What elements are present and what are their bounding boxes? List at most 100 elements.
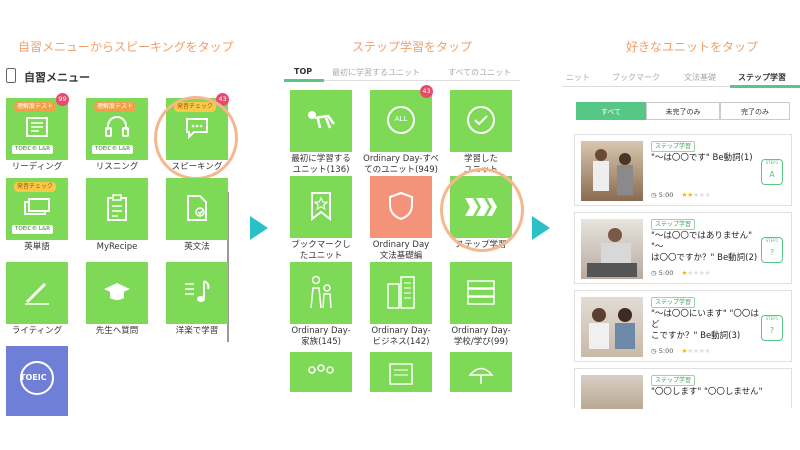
- books-icon: [467, 280, 495, 305]
- notification-badge: 43: [420, 85, 433, 98]
- tile-grammar-basics[interactable]: [370, 176, 432, 238]
- step-label: STEP1: [765, 238, 779, 243]
- clock-icon: ◷: [651, 269, 659, 277]
- tile-bookmarked-units[interactable]: [290, 176, 352, 238]
- step-badge: STEP1?: [761, 315, 783, 341]
- tab-bookmark[interactable]: ブックマーク: [612, 73, 660, 82]
- unit-duration: 5:00: [658, 191, 674, 199]
- buildings-icon: [387, 276, 415, 309]
- unit-card[interactable]: ステップ学習 "〇〇します" "〇〇しません": [574, 368, 792, 409]
- step-letter: ?: [769, 326, 775, 335]
- tile-writing[interactable]: [6, 262, 68, 324]
- tile-tag: 発音チェック: [14, 182, 57, 192]
- active-tab-indicator: [284, 79, 324, 82]
- tile-myrecipe[interactable]: [86, 178, 148, 240]
- pencil-icon: [25, 282, 49, 305]
- tab-all-units[interactable]: すべてのユニット: [448, 68, 512, 77]
- tile-label-myrecipe: MyRecipe: [96, 242, 138, 252]
- tile-grammar[interactable]: [166, 178, 228, 240]
- shield-icon: [389, 191, 413, 221]
- tile-more-1[interactable]: [290, 352, 352, 392]
- unit-tag: ステップ学習: [651, 297, 696, 308]
- umbrella-icon: [468, 367, 494, 384]
- tile-more-3[interactable]: [450, 352, 512, 392]
- unit-thumbnail: [581, 219, 643, 279]
- caption-middle: ステップ学習をタップ: [352, 40, 473, 54]
- notification-badge: 99: [56, 93, 69, 106]
- step-letter: A: [769, 170, 775, 179]
- tile-label-vocabulary: 英単語: [24, 242, 50, 252]
- difficulty-stars-empty: ★★★★: [687, 269, 711, 277]
- tab-first-units[interactable]: 最初に学習するユニット: [332, 68, 420, 77]
- graduation-cap-icon: [104, 283, 130, 300]
- tile-all-units[interactable]: ALL: [370, 90, 432, 152]
- unit-footer: ◷ 5:00 ★★★★★: [651, 191, 711, 199]
- toeic-badge: TOEIC® L&R: [12, 145, 54, 154]
- tile-vocabulary[interactable]: 発音チェック TOEIC® L&R: [6, 178, 68, 240]
- tile-label-bookmarked-units: ブックマークし たユニット: [291, 240, 351, 261]
- tab-divider: [562, 86, 800, 87]
- tile-label-ask-teacher: 先生へ質問: [95, 326, 139, 336]
- arrow-right-icon: [532, 216, 550, 240]
- tile-listening[interactable]: 理解度テスト TOEIC® L&R: [86, 98, 148, 160]
- crawling-baby-icon: [308, 111, 335, 129]
- all-circle-icon: [387, 106, 415, 134]
- unit-title: "〜は〇〇ではありません" "〜 は〇〇ですか？" Be動詞(2): [651, 231, 758, 263]
- unit-tag: ステップ学習: [651, 219, 696, 230]
- tile-label-first-units: 最初に学習する ユニット(136): [291, 154, 351, 175]
- tab-units[interactable]: ニット: [566, 73, 590, 82]
- newspaper-icon: [26, 117, 48, 137]
- tile-tag: 理解度テスト: [94, 102, 137, 112]
- unit-title: "〜は〇〇です" Be動詞(1): [651, 153, 753, 163]
- bookmark-star-icon: [311, 192, 331, 221]
- tile-label-listening: リスニング: [95, 162, 139, 172]
- tab-step-learning[interactable]: ステップ学習: [738, 73, 786, 82]
- scrollbar[interactable]: [227, 192, 229, 342]
- tile-ask-teacher[interactable]: [86, 262, 148, 324]
- highlight-circle: [440, 168, 524, 252]
- tile-label-music: 洋楽で学習: [175, 326, 219, 336]
- tile-business[interactable]: [370, 262, 432, 324]
- difficulty-stars: ★: [681, 347, 688, 355]
- toeic-logo-icon: [20, 361, 54, 395]
- step-badge: STEP1?: [761, 237, 783, 263]
- tab-top[interactable]: TOP: [294, 67, 313, 76]
- newspaper-icon: [389, 363, 413, 385]
- clock-icon: ◷: [651, 347, 659, 355]
- step-letter: ?: [769, 248, 775, 257]
- caption-left: 自習メニューからスピーキングをタップ: [18, 40, 234, 54]
- unit-duration: 5:00: [658, 269, 674, 277]
- tab-divider: [284, 80, 520, 81]
- tile-first-units[interactable]: [290, 90, 352, 152]
- difficulty-stars-empty: ★★★★: [687, 347, 711, 355]
- unit-card[interactable]: ステップ学習 "〜は〇〇です" Be動詞(1) ◷ 5:00 ★★★★★ STE…: [574, 134, 792, 206]
- tab-grammar-basics[interactable]: 文法基礎: [684, 73, 716, 82]
- people-photo-icon: [587, 228, 637, 277]
- unit-card[interactable]: ステップ学習 "〜は〇〇ではありません" "〜 は〇〇ですか？" Be動詞(2)…: [574, 212, 792, 284]
- clock-icon: ◷: [651, 191, 659, 199]
- difficulty-stars-empty: ★★★: [693, 191, 711, 199]
- step-label: STEP1: [765, 160, 779, 165]
- toeic-tile-text: TOEIC: [20, 373, 47, 382]
- tile-reading[interactable]: 理解度テスト TOEIC® L&R: [6, 98, 68, 160]
- tile-school[interactable]: [450, 262, 512, 324]
- tile-family[interactable]: [290, 262, 352, 324]
- unit-duration: 5:00: [658, 347, 674, 355]
- caption-right: 好きなユニットをタップ: [626, 40, 759, 54]
- filter-complete[interactable]: 完了のみ: [720, 102, 790, 120]
- tile-music[interactable]: [166, 262, 228, 324]
- filter-all[interactable]: すべて: [576, 102, 646, 120]
- filter-incomplete[interactable]: 未完了のみ: [646, 102, 720, 120]
- arrow-right-icon: [250, 216, 268, 240]
- tile-toeic[interactable]: TOEIC: [6, 346, 68, 416]
- toeic-badge: TOEIC® L&R: [12, 225, 54, 234]
- music-note-icon: [185, 280, 210, 302]
- toeic-badge: TOEIC® L&R: [92, 145, 134, 154]
- tile-more-2[interactable]: [370, 352, 432, 392]
- tile-label-writing: ライティング: [11, 326, 63, 336]
- unit-thumbnail: [581, 375, 643, 409]
- unit-card[interactable]: ステップ学習 "〜は〇〇にいます" "〇〇はど こですか？" Be動詞(3) ◷…: [574, 290, 792, 362]
- tile-studied-units[interactable]: [450, 90, 512, 152]
